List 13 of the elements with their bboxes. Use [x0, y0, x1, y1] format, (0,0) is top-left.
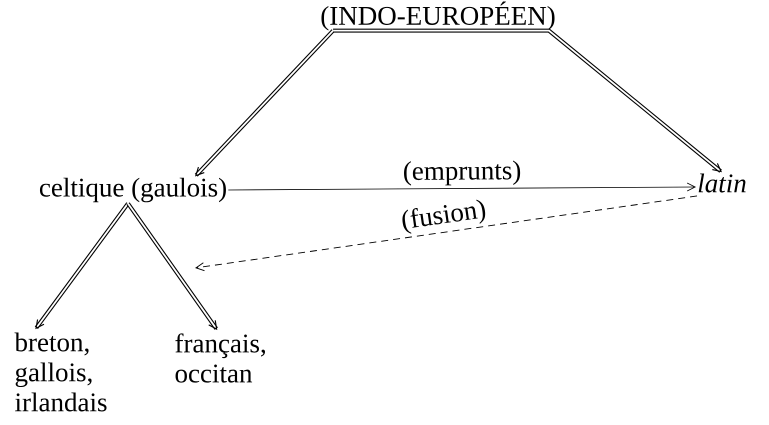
arrow [126, 202, 218, 330]
arrow [228, 182, 696, 192]
node-label: celtique (gaulois) [40, 178, 226, 202]
node-label: français, occitan [175, 333, 265, 383]
node-label: (INDO-EUROPÉEN) [321, 2, 555, 30]
arrow [333, 28, 722, 173]
edge-label: (fusion) [402, 200, 486, 234]
edge-label: (emprunts) [404, 160, 520, 186]
arrow [34, 202, 130, 330]
arrow [194, 29, 335, 177]
node-label: breton, gallois, irlandais [14, 332, 107, 412]
arrow [195, 196, 698, 272]
node-label: latin [698, 173, 746, 192]
